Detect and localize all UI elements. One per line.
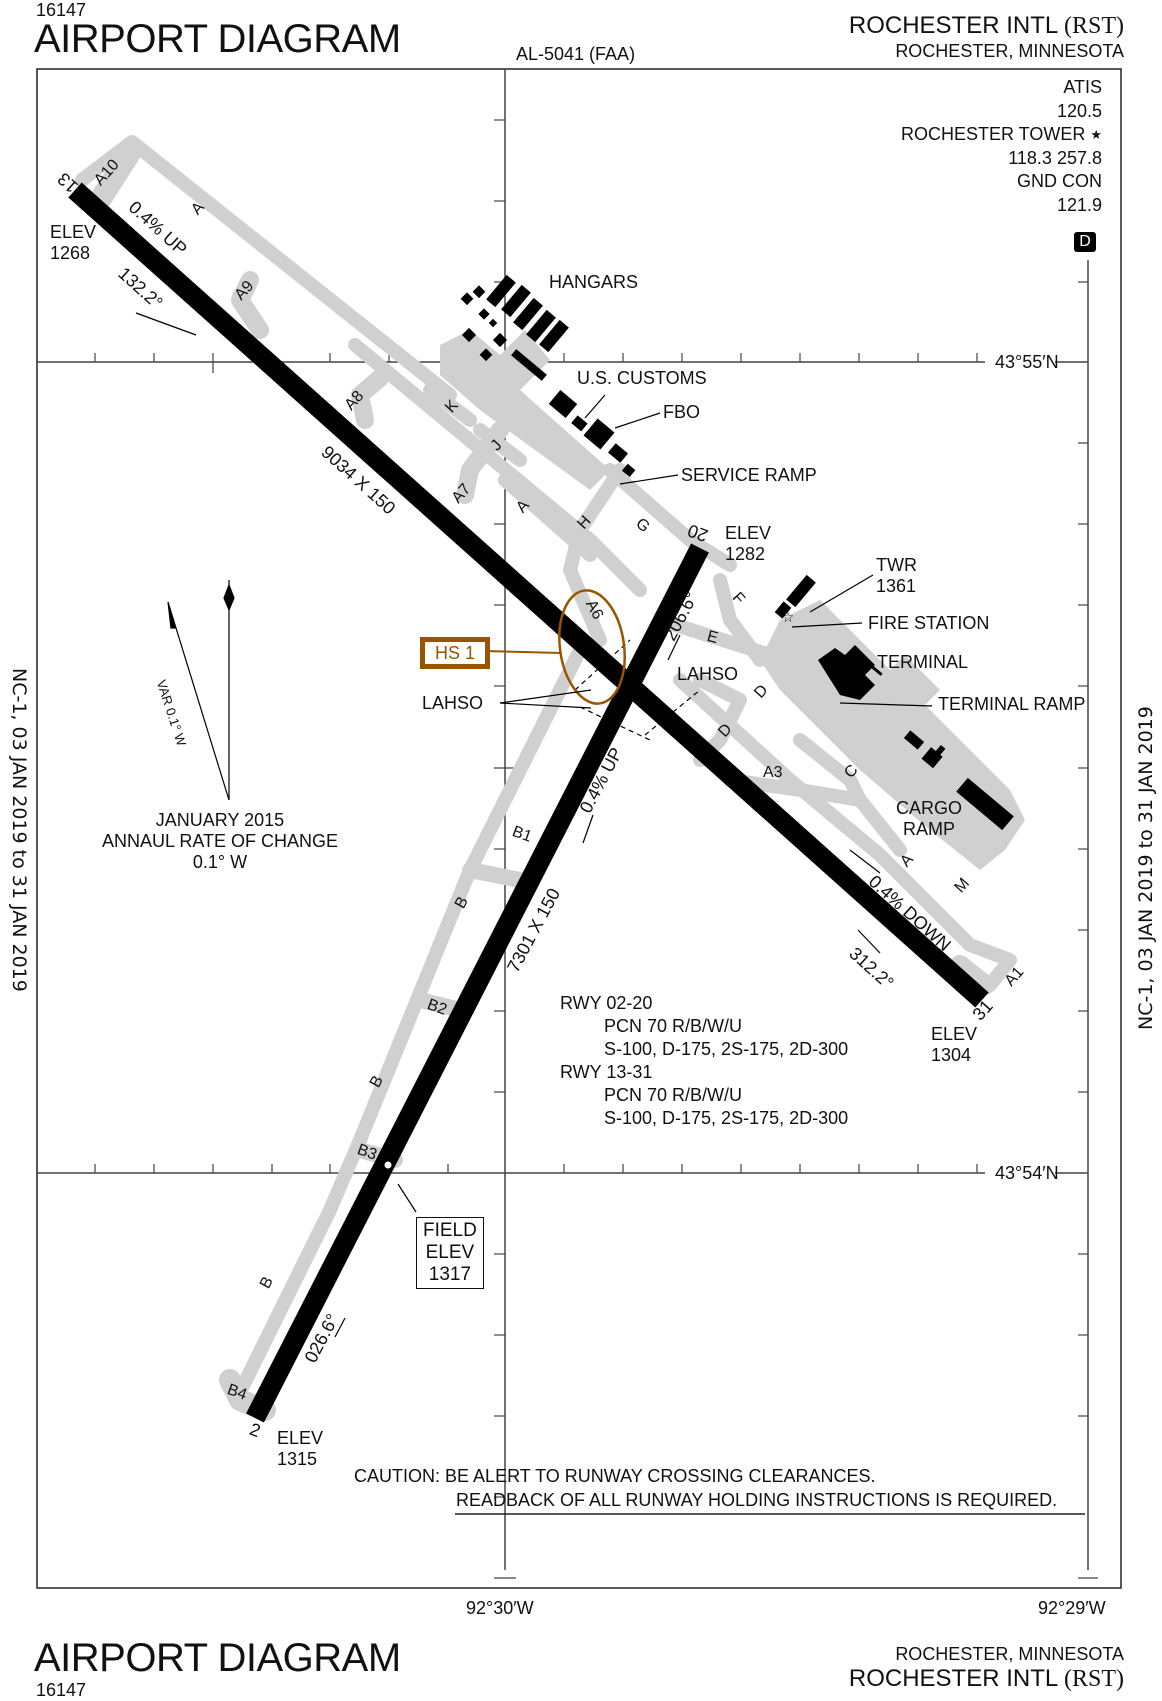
- lon-west-label: 92°30′W: [466, 1598, 534, 1618]
- caution-text1: BE ALERT TO RUNWAY CROSSING CLEARANCES.: [445, 1466, 876, 1486]
- fbo-label: FBO: [663, 402, 701, 422]
- tower-star-icon: ☆: [782, 609, 795, 625]
- atis-freq: 120.5: [1056, 100, 1102, 121]
- tower-elev-label: TWR 1361: [876, 555, 917, 597]
- pavement-strength-block: RWY 02-20 PCN 70 R/B/W/U S-100, D-175, 2…: [560, 992, 848, 1130]
- field-elev-value: 1317: [428, 1264, 472, 1285]
- pavement-rwy1-pcn: PCN 70 R/B/W/U: [604, 1016, 743, 1036]
- chart-frame: [36, 68, 1122, 1589]
- runway-13-elev: ELEV 1268: [50, 222, 96, 264]
- pavement-rwy1-weights: S-100, D-175, 2S-175, 2D-300: [604, 1039, 849, 1059]
- footer-airport-name: ROCHESTER INTL (RST): [849, 1665, 1124, 1693]
- runways: [68, 182, 989, 1423]
- tower-label-row: ROCHESTER TOWER ★: [901, 123, 1102, 147]
- fire-station-label: FIRE STATION: [868, 613, 990, 633]
- lahso-lines: [574, 639, 701, 741]
- cargo-ramp-label: CARGO RAMP: [896, 798, 962, 840]
- runway-02-20: [246, 543, 709, 1423]
- mag-var-rate-value: 0.1° W: [192, 852, 248, 872]
- atis-label: ATIS: [1063, 77, 1102, 97]
- frequency-block: ATIS 120.5 ROCHESTER TOWER ★ 118.3 257.8…: [901, 76, 1102, 217]
- footer-airport-name-text: ROCHESTER INTL: [848, 1665, 1058, 1692]
- cargo-ramp-line1: CARGO: [896, 798, 963, 818]
- elev-value: 1304: [931, 1045, 972, 1065]
- mag-var-date: JANUARY 2015: [155, 810, 285, 830]
- field-elev-line1: FIELD: [423, 1220, 477, 1241]
- field-elev-line2: ELEV: [425, 1242, 475, 1263]
- elev-label: ELEV: [50, 222, 97, 242]
- lahso-left-label: LAHSO: [422, 693, 484, 713]
- taxiway-network: [75, 135, 1017, 1421]
- elev-label: ELEV: [931, 1024, 978, 1044]
- buildings: [460, 274, 1014, 831]
- runway-13-31: [68, 182, 989, 1008]
- footer-airport-code: (RST): [1064, 1666, 1124, 1692]
- lahso-right-label: LAHSO: [677, 664, 739, 684]
- taxiway-a3-label: A3: [763, 764, 783, 781]
- ground-freq: 121.9: [1056, 194, 1102, 215]
- effective-dates-right: NC-1, 03 JAN 2019 to 31 JAN 2019: [1135, 706, 1157, 1030]
- elev-label: ELEV: [725, 523, 772, 543]
- airport-location: ROCHESTER, MINNESOTA: [895, 41, 1124, 61]
- lat-north-label: 43°55′N: [995, 352, 1059, 372]
- runway-20-elev: ELEV 1282: [725, 523, 771, 565]
- airport-name: ROCHESTER INTL: [848, 12, 1058, 39]
- airport-name-header: ROCHESTER INTL (RST): [849, 12, 1124, 40]
- leader-lines: [135, 252, 933, 1338]
- mag-var-rate-label: ANNAUL RATE OF CHANGE: [101, 831, 339, 851]
- ground-label: GND CON: [1017, 171, 1102, 191]
- page-title: AIRPORT DIAGRAM: [34, 17, 401, 61]
- footer-title: AIRPORT DIAGRAM: [34, 1636, 401, 1680]
- field-elevation-box: FIELD ELEV 1317: [416, 1217, 484, 1289]
- hotspot-ellipse: [558, 589, 626, 705]
- cargo-ramp-line2: RAMP: [903, 819, 956, 839]
- lat-south-label: 43°54′N: [995, 1163, 1059, 1183]
- customs-label: U.S. CUSTOMS: [577, 368, 707, 388]
- effective-dates-left: NC-1, 03 JAN 2019 to 31 JAN 2019: [8, 668, 30, 992]
- hotspot-leader: [482, 650, 562, 654]
- field-elev-marker: [384, 1161, 392, 1169]
- d-atis-badge: D: [1074, 232, 1096, 252]
- elev-label: ELEV: [277, 1428, 324, 1448]
- runway-2-elev: ELEV 1315: [277, 1428, 323, 1470]
- chart-number: 16147: [36, 0, 87, 20]
- elev-value: 1282: [725, 544, 766, 564]
- twr-label: TWR: [876, 555, 917, 575]
- service-ramp-label: SERVICE RAMP: [681, 465, 817, 485]
- caution-line1: CAUTION: BE ALERT TO RUNWAY CROSSING CLE…: [354, 1466, 875, 1487]
- caution-line2: READBACK OF ALL RUNWAY HOLDING INSTRUCTI…: [456, 1490, 1058, 1510]
- magnetic-north-arrows: [167, 580, 235, 801]
- lon-east-label: 92°29′W: [1038, 1598, 1106, 1618]
- terminal-label: TERMINAL: [877, 652, 969, 672]
- caution-prefix: CAUTION:: [354, 1466, 441, 1486]
- elev-value: 1268: [50, 243, 91, 263]
- pavement-rwy2-weights: S-100, D-175, 2S-175, 2D-300: [604, 1108, 849, 1128]
- tower-star-icon: ★: [1090, 127, 1102, 142]
- pavement-rwy1-label: RWY 02-20: [560, 993, 653, 1013]
- procedure-id: AL-5041 (FAA): [516, 44, 636, 64]
- pavement-rwy2-pcn: PCN 70 R/B/W/U: [604, 1085, 743, 1105]
- footer-chart-number: 16147: [36, 1680, 87, 1700]
- runway-31-elev: ELEV 1304: [931, 1024, 977, 1066]
- elev-value: 1315: [277, 1449, 318, 1469]
- airport-code: (RST): [1064, 13, 1124, 39]
- hangars-label: HANGARS: [549, 272, 639, 292]
- twr-elev: 1361: [876, 576, 917, 596]
- hangar-buildings: [460, 274, 569, 381]
- pavement-rwy2-label: RWY 13-31: [560, 1062, 653, 1082]
- terminal-ramp-label: TERMINAL RAMP: [938, 694, 1086, 714]
- mag-variation-note: JANUARY 2015 ANNAUL RATE OF CHANGE 0.1° …: [100, 810, 340, 873]
- tower-label: ROCHESTER TOWER: [900, 124, 1086, 144]
- hotspot-hs1-badge[interactable]: HS 1: [420, 637, 491, 669]
- footer-location: ROCHESTER, MINNESOTA: [895, 1644, 1124, 1664]
- tower-freq: 118.3 257.8: [1008, 147, 1102, 168]
